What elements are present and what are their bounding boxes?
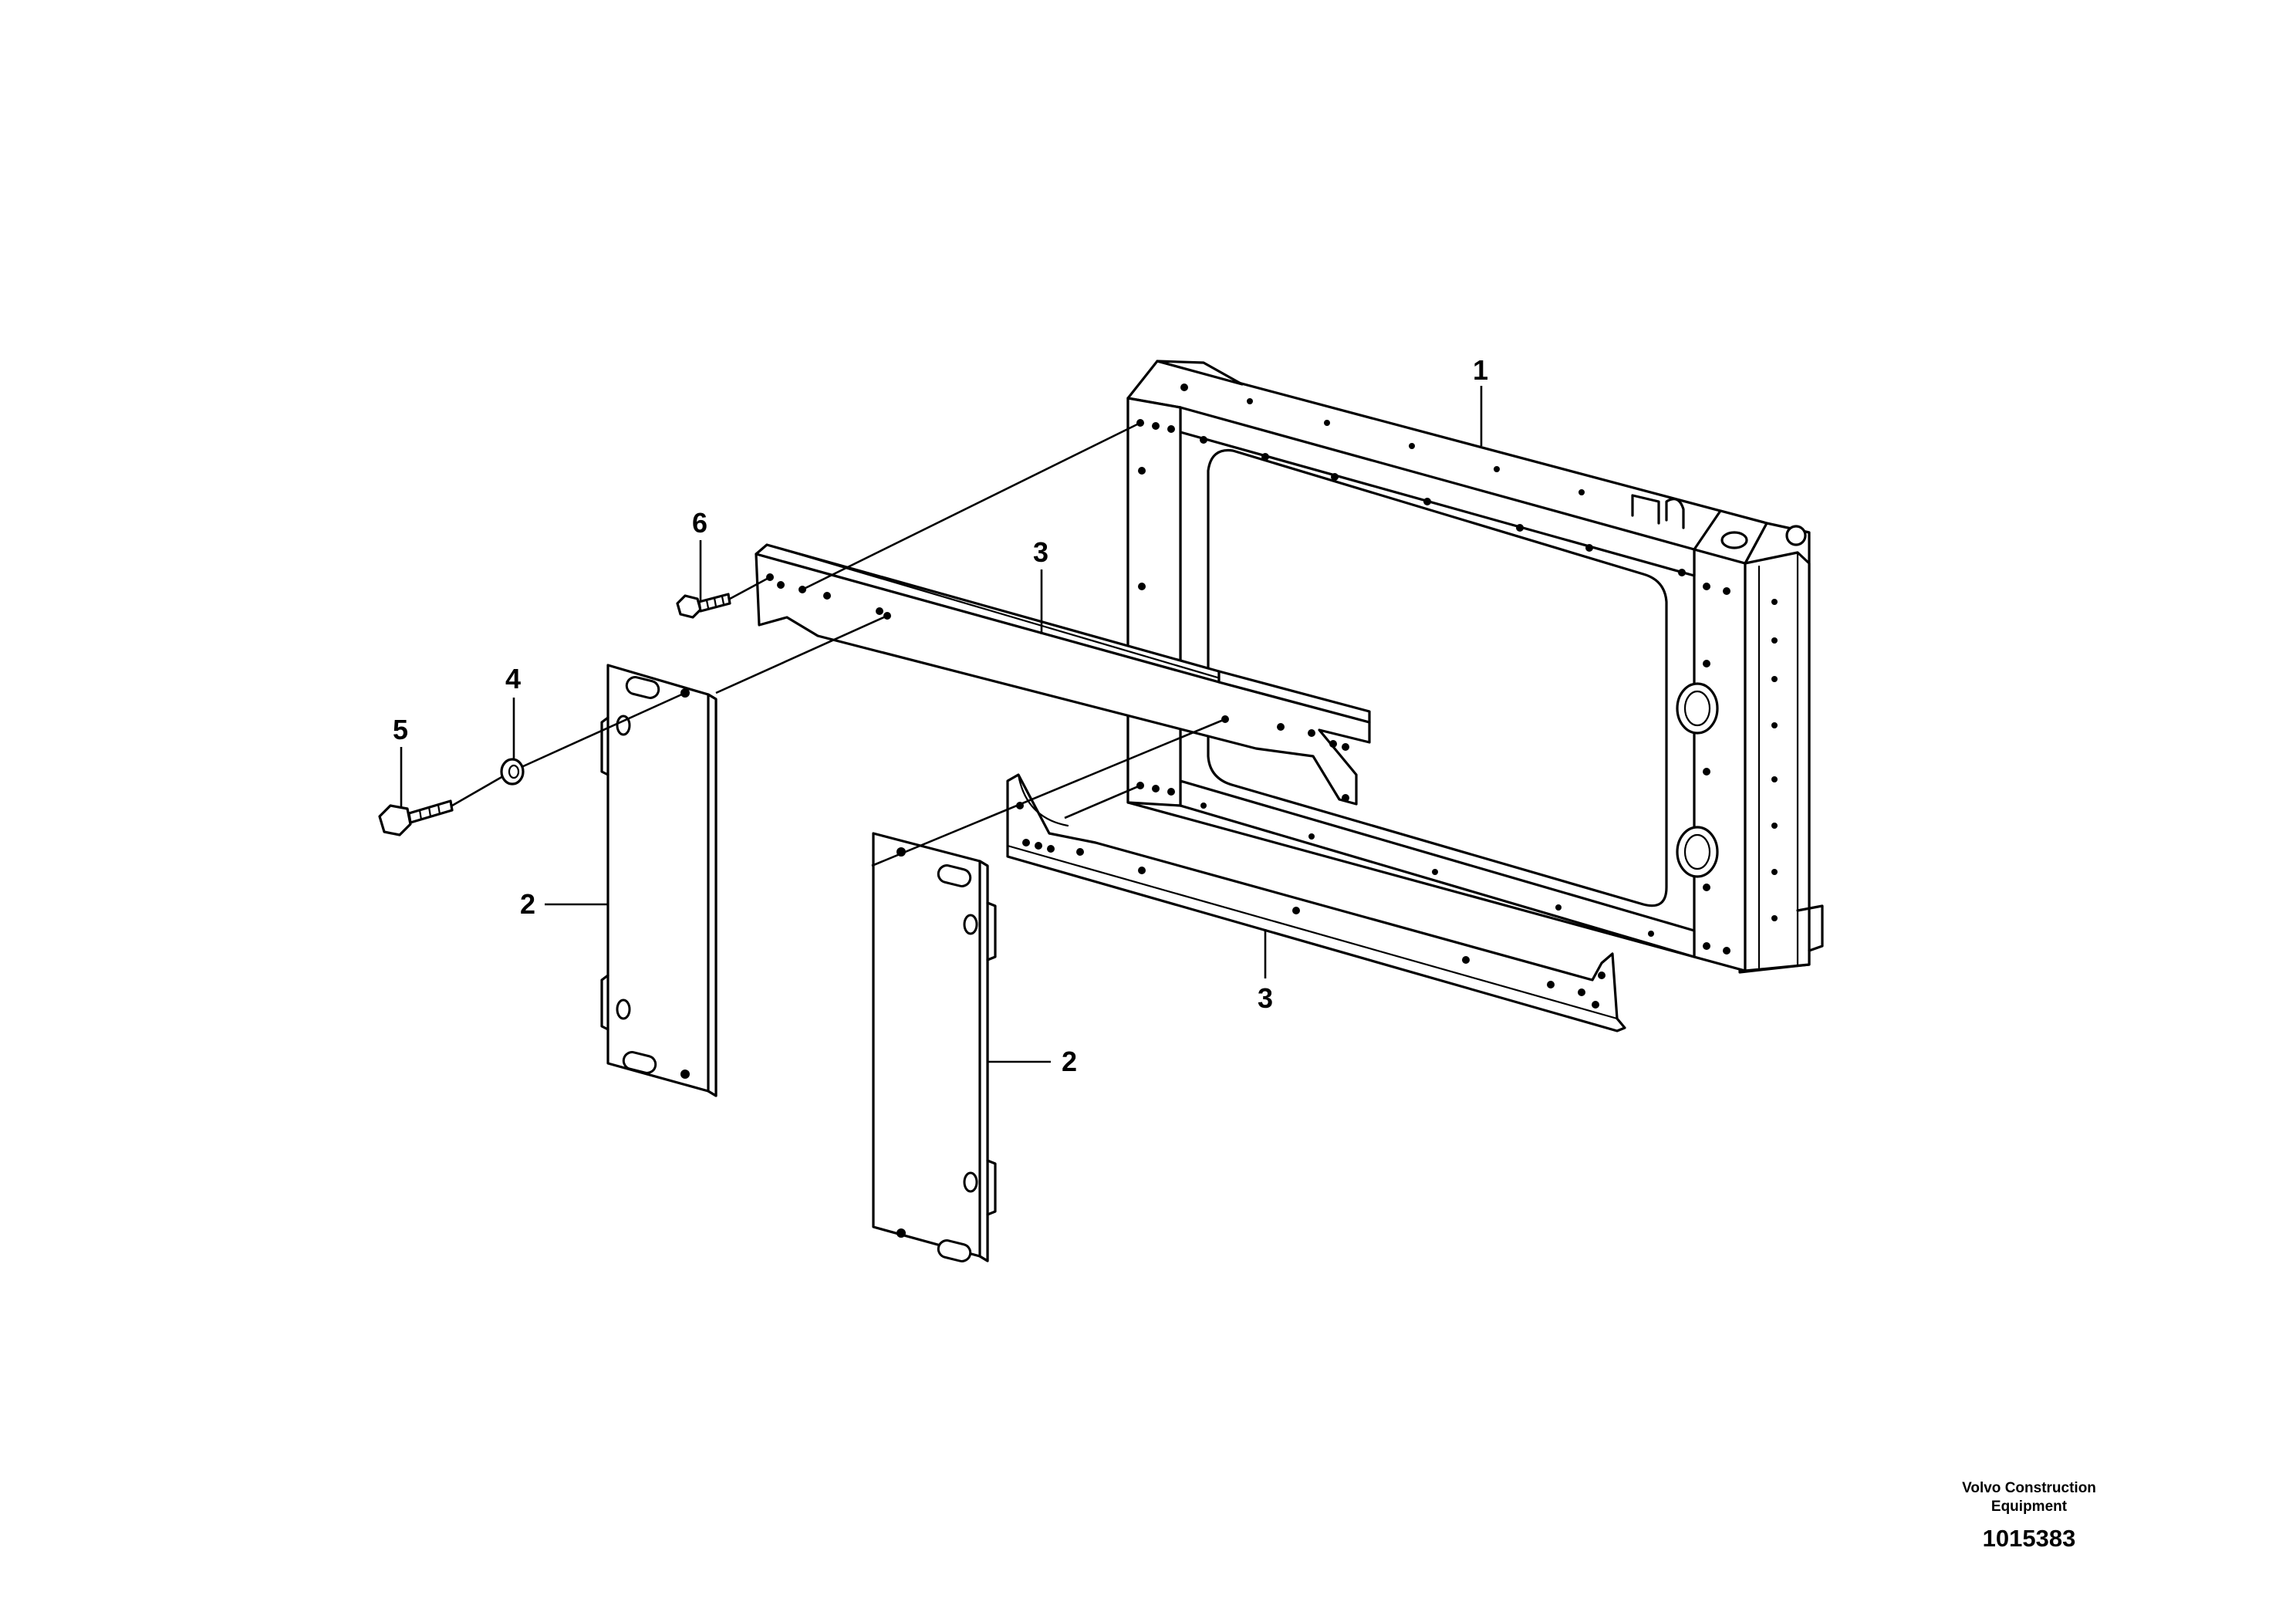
radiator-frame-part	[1126, 360, 1824, 974]
callout-5: 5	[393, 714, 408, 745]
callout-1: 1	[1473, 354, 1488, 386]
callout-4: 4	[505, 663, 521, 694]
bolt-6-part	[676, 593, 731, 619]
company-name-line1: Volvo Construction	[1962, 1480, 2096, 1496]
cover-plate-left-part	[600, 664, 718, 1097]
assembly-lines	[451, 421, 1226, 867]
callout-leaders	[400, 386, 1483, 1063]
callout-2-left: 2	[520, 888, 535, 920]
company-name-line2: Equipment	[1991, 1499, 2068, 1515]
drawing-number: 1015383	[1983, 1525, 2076, 1552]
cover-plate-right-part	[872, 832, 997, 1262]
washer-4-part	[500, 758, 525, 786]
upper-bracket-part	[755, 543, 1371, 806]
bolt-5-part	[378, 799, 454, 836]
callout-3-lower: 3	[1258, 982, 1273, 1014]
callout-2-right: 2	[1062, 1046, 1077, 1077]
callout-3-upper: 3	[1033, 536, 1048, 568]
callout-labels: 1 3 3 6 4 5 2 2	[393, 354, 1488, 1077]
frame-bolt-holes	[1136, 384, 1778, 955]
title-block: Volvo Construction Equipment 1015383	[1962, 1480, 2096, 1552]
callout-6: 6	[692, 507, 707, 539]
